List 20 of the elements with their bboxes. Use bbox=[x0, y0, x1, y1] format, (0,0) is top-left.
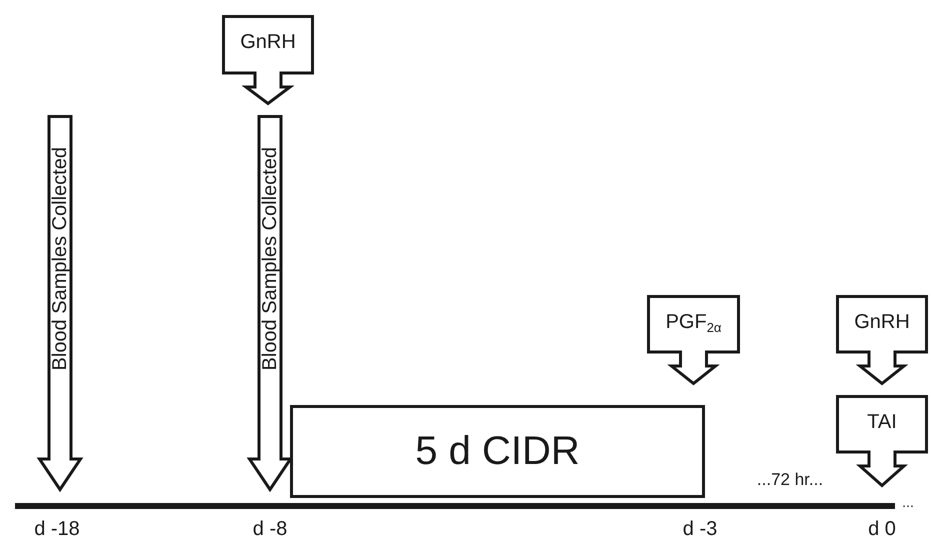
day-label: d -3 bbox=[682, 518, 718, 541]
event-label: Blood Samples Collected bbox=[50, 147, 70, 370]
period-box bbox=[290, 405, 705, 498]
treatment-label: PGF$_{2α}$ bbox=[664, 310, 722, 334]
interval-note: ...72 hr... bbox=[756, 470, 824, 490]
treatment-label: GnRH bbox=[853, 310, 911, 334]
period-label: 5 d CIDR bbox=[415, 429, 580, 474]
down-arrow-shape bbox=[38, 115, 82, 491]
callout-arrow-box bbox=[222, 15, 314, 105]
day-label: d -8 bbox=[252, 518, 288, 541]
treatment-label: TAI bbox=[866, 410, 898, 434]
interval-note: ... bbox=[902, 494, 914, 510]
callout-arrow-box bbox=[836, 395, 928, 487]
treatment-label: GnRH bbox=[239, 31, 297, 54]
callout-arrow-box bbox=[836, 295, 928, 385]
event-label: Blood Samples Collected bbox=[260, 147, 280, 370]
day-label: d 0 bbox=[868, 518, 896, 541]
day-label: d -18 bbox=[34, 518, 80, 541]
callout-arrow-box bbox=[647, 295, 740, 385]
down-arrow-shape bbox=[248, 115, 292, 491]
